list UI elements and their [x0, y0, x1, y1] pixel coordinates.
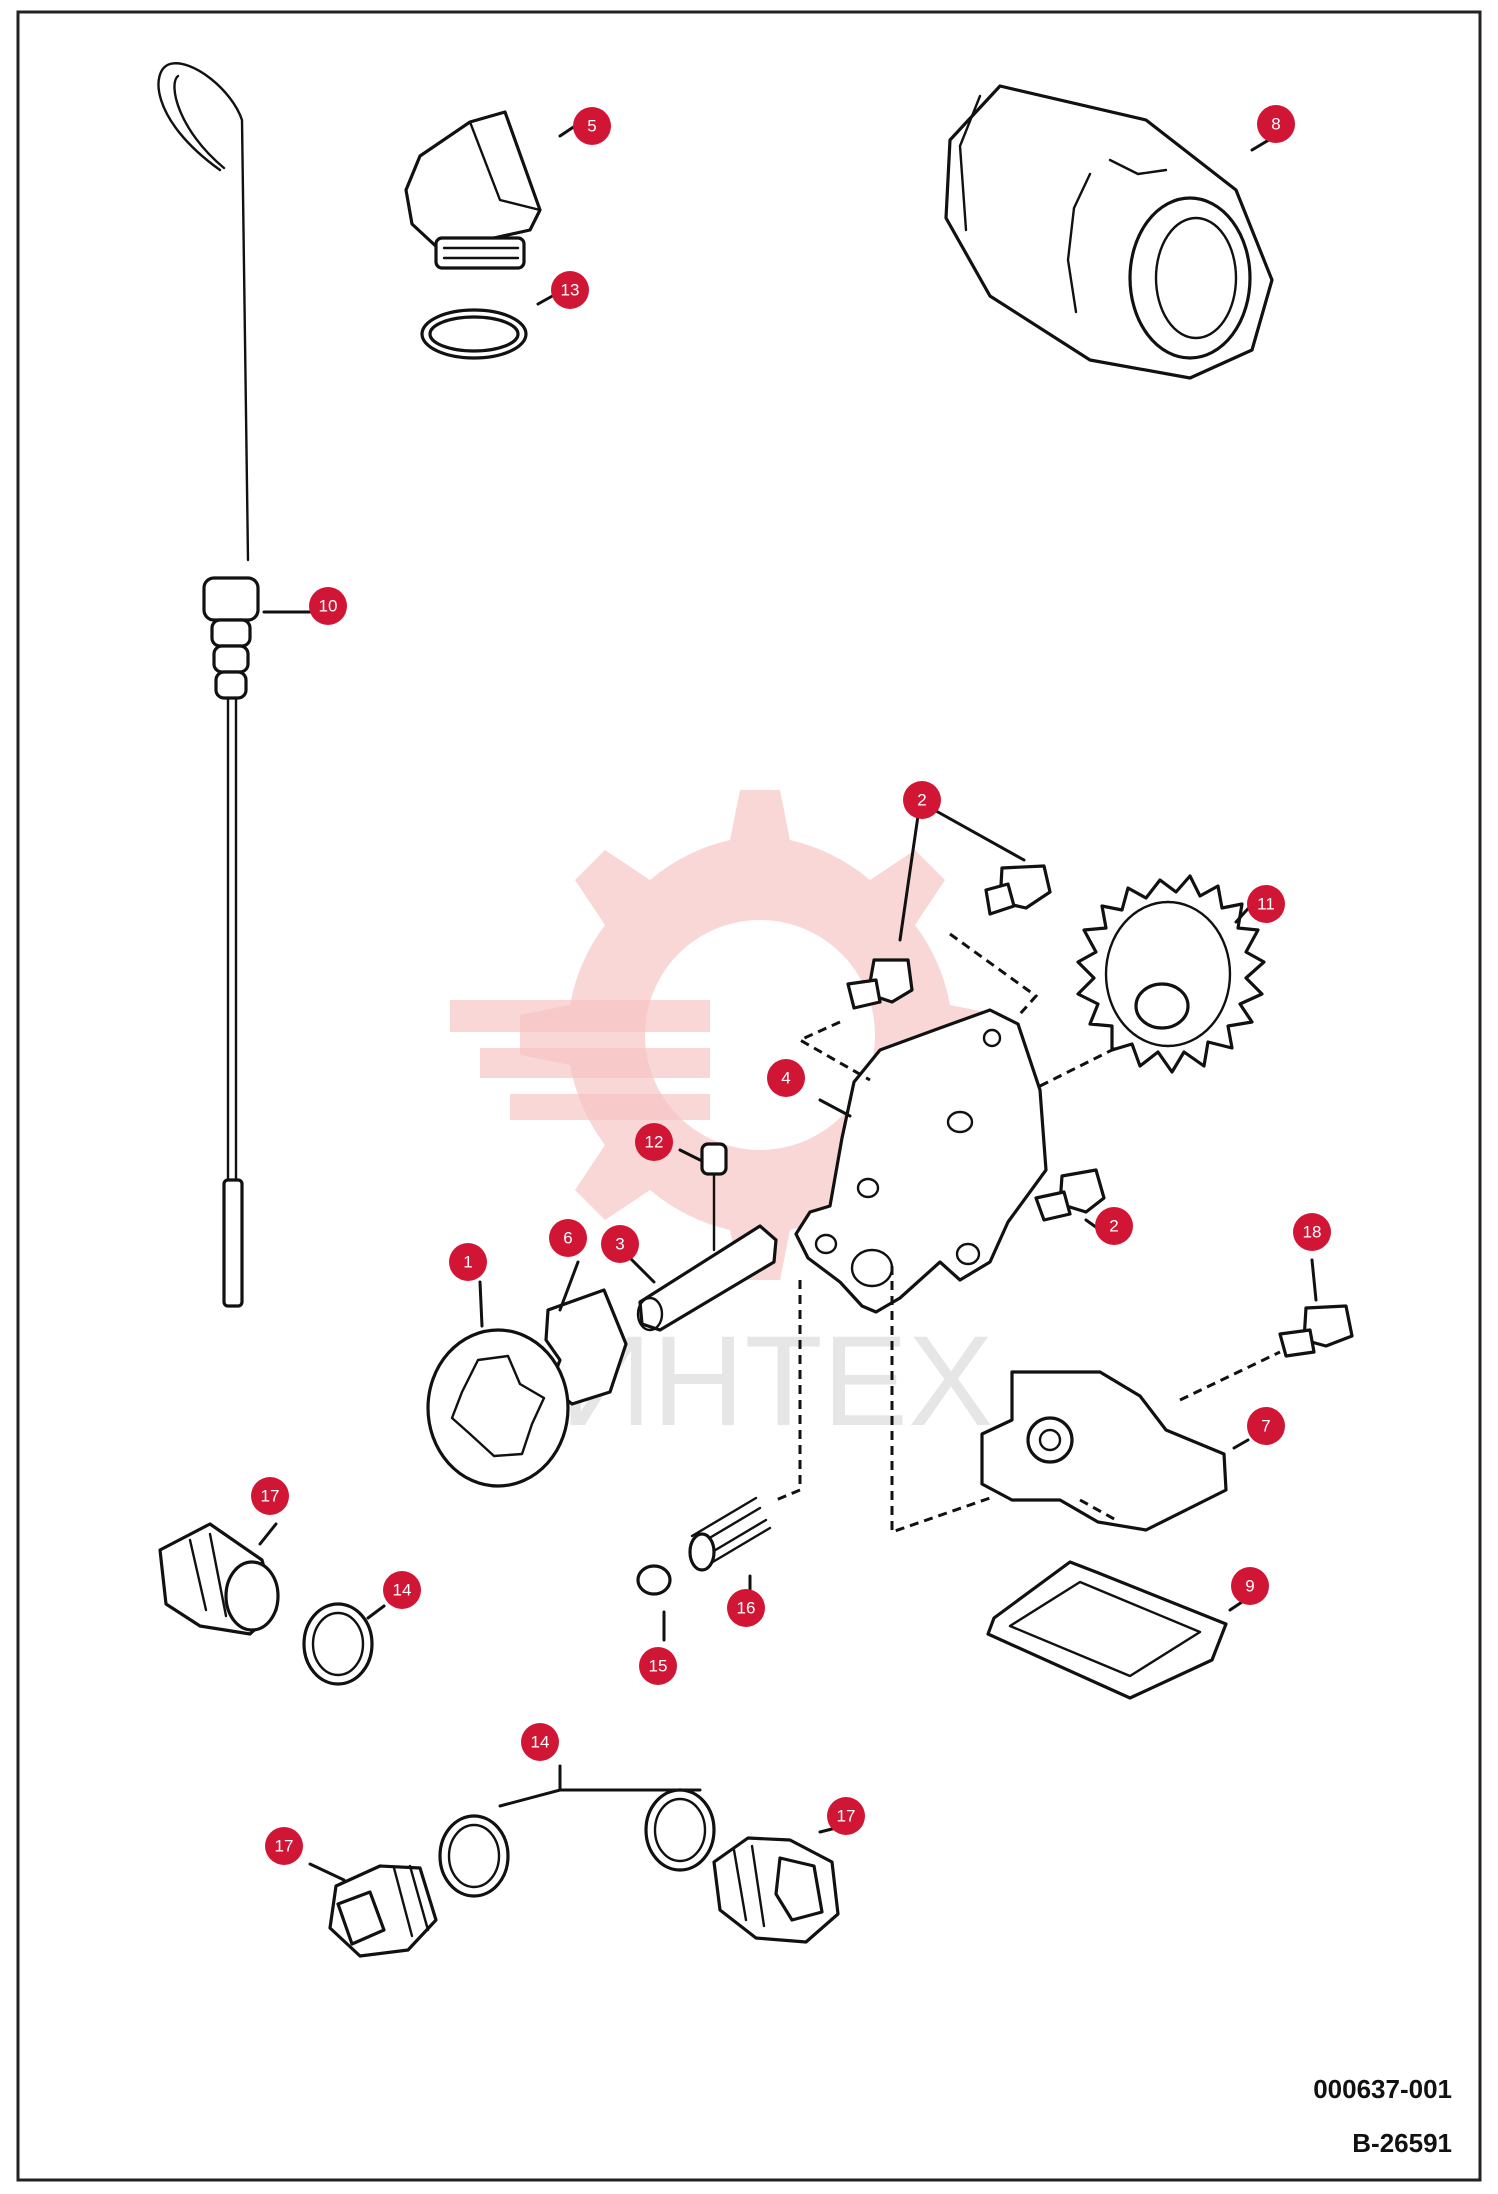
- alignment-lines: [775, 932, 1281, 1535]
- svg-text:7: 7: [1261, 1417, 1270, 1436]
- callout-badge-9: 9: [1231, 1567, 1269, 1605]
- part-inner-rotor: [544, 1288, 628, 1406]
- svg-text:17: 17: [275, 1837, 294, 1856]
- svg-text:14: 14: [531, 1733, 550, 1752]
- part-bolt-lower: [1034, 1168, 1106, 1222]
- svg-text:4: 4: [781, 1069, 790, 1088]
- callout-badge-13: 13: [551, 271, 589, 309]
- part-oil-screen: [986, 1560, 1228, 1700]
- svg-text:10: 10: [319, 597, 338, 616]
- callout-badge-16: 16: [727, 1589, 765, 1627]
- callout-badge-12: 12: [635, 1123, 673, 1161]
- callout-badge-2-lower: 2: [1095, 1207, 1133, 1245]
- callout-badge-1: 1: [449, 1243, 487, 1281]
- callout-badge-17-bottom-right: 17: [827, 1797, 865, 1835]
- svg-text:6: 6: [563, 1229, 572, 1248]
- callout-badge-15: 15: [639, 1647, 677, 1685]
- callout-badge-8: 8: [1257, 105, 1295, 143]
- svg-text:12: 12: [645, 1133, 664, 1152]
- callout-badge-3: 3: [601, 1225, 639, 1263]
- svg-text:17: 17: [261, 1487, 280, 1506]
- callout-badge-17-left: 17: [251, 1477, 289, 1515]
- callout-badge-14-bottom: 14: [521, 1723, 559, 1761]
- watermark-text: ИНТЕХ: [560, 1310, 993, 1453]
- svg-text:3: 3: [615, 1235, 624, 1254]
- svg-text:13: 13: [561, 281, 580, 300]
- part-bolt-upper: [984, 864, 1052, 916]
- diagram-frame: [16, 10, 1482, 2182]
- callout-badge-18: 18: [1293, 1213, 1331, 1251]
- callout-badges: 1 2 2 3 4 5 6 7 8 9 10 11 12 13 14 14 15…: [251, 105, 1331, 1865]
- callout-badge-14-left: 14: [383, 1571, 421, 1609]
- part-relief-spring: [688, 1496, 772, 1572]
- callout-badge-10: 10: [309, 587, 347, 625]
- part-bolt-housing: [1278, 1304, 1354, 1358]
- callout-badge-17-bottom-left: 17: [265, 1827, 303, 1865]
- callout-badge-5: 5: [573, 107, 611, 145]
- svg-text:17: 17: [837, 1807, 856, 1826]
- part-drain-plug-bottom-left: [328, 1864, 438, 1958]
- part-drain-plug-left: [158, 1522, 280, 1636]
- part-oil-filler-cap: [404, 110, 542, 270]
- part-dipstick: [157, 62, 260, 1308]
- figure-code: 000637-001: [1313, 2074, 1452, 2104]
- svg-text:16: 16: [737, 1599, 756, 1618]
- part-o-ring-bottom-left: [438, 1814, 510, 1898]
- svg-text:5: 5: [587, 117, 596, 136]
- part-drain-plug-bottom-right: [712, 1836, 840, 1944]
- svg-text:8: 8: [1271, 115, 1280, 134]
- part-bolt-middle: [846, 958, 914, 1010]
- callout-badge-11: 11: [1247, 885, 1285, 923]
- callout-badge-2-upper: 2: [903, 781, 941, 819]
- part-outer-rotor: [426, 1328, 570, 1488]
- svg-text:2: 2: [917, 791, 926, 810]
- svg-text:2: 2: [1109, 1217, 1118, 1236]
- part-strainer-housing: [980, 1370, 1228, 1532]
- part-relief-ball: [636, 1564, 672, 1596]
- svg-text:18: 18: [1303, 1223, 1322, 1242]
- callout-badge-6: 6: [549, 1219, 587, 1257]
- drawing-number: B-26591: [1352, 2128, 1452, 2158]
- callout-badge-4: 4: [767, 1059, 805, 1097]
- svg-text:14: 14: [393, 1581, 412, 1600]
- part-oil-filter: [944, 84, 1274, 380]
- svg-text:1: 1: [463, 1253, 472, 1272]
- svg-text:11: 11: [1257, 895, 1275, 914]
- part-o-ring-left: [302, 1602, 374, 1686]
- leader-lines: [258, 122, 1318, 1882]
- part-pin: [700, 1142, 728, 1176]
- part-gear: [1076, 874, 1266, 1074]
- callout-badge-7: 7: [1247, 1407, 1285, 1445]
- svg-text:15: 15: [649, 1657, 668, 1676]
- svg-text:9: 9: [1245, 1577, 1254, 1596]
